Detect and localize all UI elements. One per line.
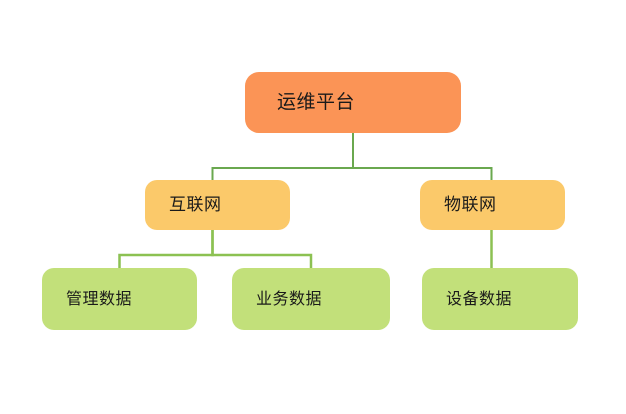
node-management-data[interactable]: 管理数据 xyxy=(42,268,197,330)
node-root-label: 运维平台 xyxy=(277,91,356,113)
node-device-data[interactable]: 设备数据 xyxy=(422,268,578,330)
edge-root-to-internet xyxy=(211,133,354,180)
node-iot-label: 物联网 xyxy=(444,194,497,215)
edge-internet-to-management-data xyxy=(118,230,214,268)
edge-internet-to-children xyxy=(118,230,313,268)
node-iot[interactable]: 物联网 xyxy=(420,180,565,230)
node-internet-label: 互联网 xyxy=(169,194,222,215)
node-business-data-label: 业务数据 xyxy=(256,289,323,308)
edge-root-to-iot xyxy=(352,133,493,180)
node-internet[interactable]: 互联网 xyxy=(145,180,290,230)
node-device-data-label: 设备数据 xyxy=(446,289,513,308)
edge-internet-to-business-data xyxy=(211,230,313,268)
node-business-data[interactable]: 业务数据 xyxy=(232,268,390,330)
node-root[interactable]: 运维平台 xyxy=(245,72,461,133)
node-management-data-label: 管理数据 xyxy=(66,289,133,308)
edge-root-to-children xyxy=(211,133,493,180)
